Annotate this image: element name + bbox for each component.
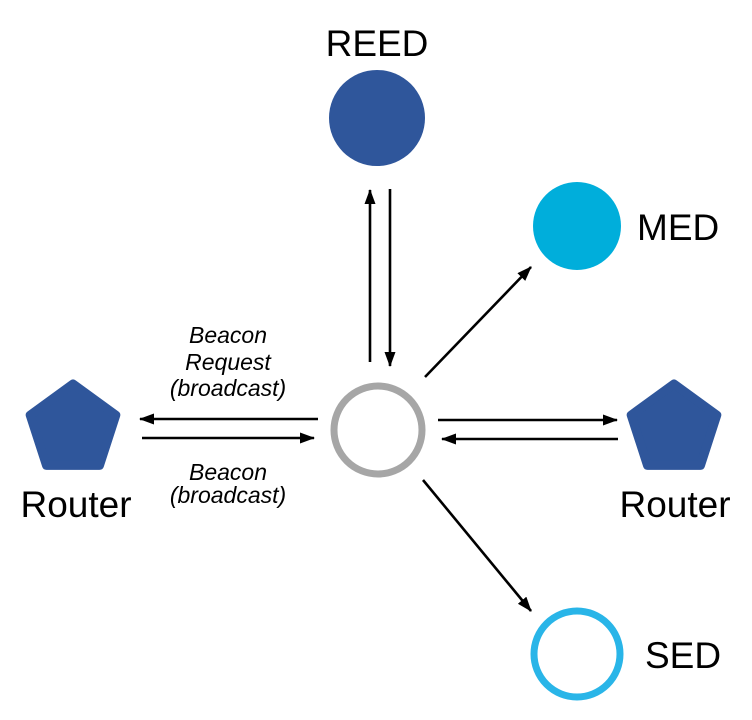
med-node-label: MED [637,207,719,248]
beacon-request-label-line2: Request [185,349,272,375]
sed-node-circle [530,607,624,701]
reed-node-label: REED [326,23,429,64]
router-right-node-pentagon [626,379,722,470]
beacon-label-line1: Beacon [189,459,267,485]
router-left-node-label: Router [20,484,131,525]
beacon-label-line2: (broadcast) [170,482,286,508]
router-right-node-label: Router [619,484,730,525]
sed-node-label: SED [645,635,721,676]
center-node-circle [330,382,426,478]
arrow-center-to-sed [421,479,533,612]
beacon-request-label-line1: Beacon [189,322,267,348]
router-left-node-pentagon [25,379,121,470]
arrow-center-to-med [424,266,532,378]
beacon-request-label-line3: (broadcast) [170,375,286,401]
reed-node-circle [329,70,425,166]
med-node-circle [533,182,621,270]
